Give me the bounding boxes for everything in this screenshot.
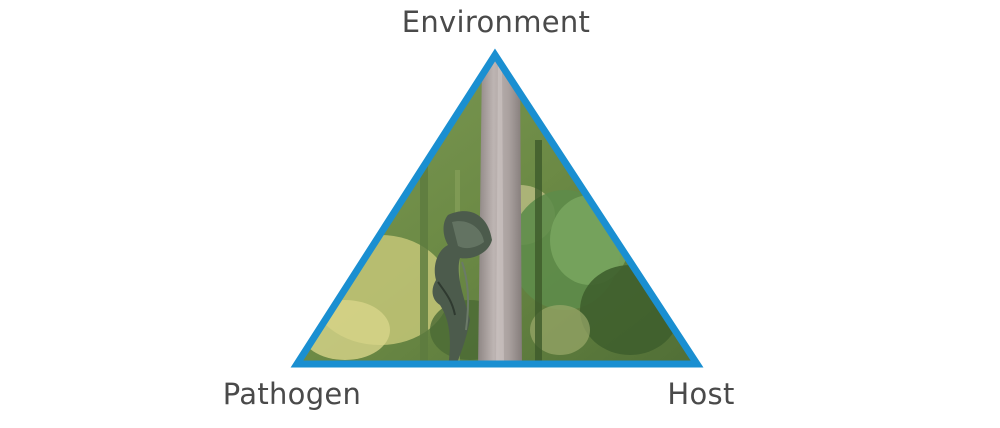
plant-photo <box>297 55 697 364</box>
pathogen-label: Pathogen <box>222 377 362 411</box>
environment-label: Environment <box>401 5 591 39</box>
triangle-border <box>290 48 704 368</box>
host-label: Host <box>667 377 735 411</box>
